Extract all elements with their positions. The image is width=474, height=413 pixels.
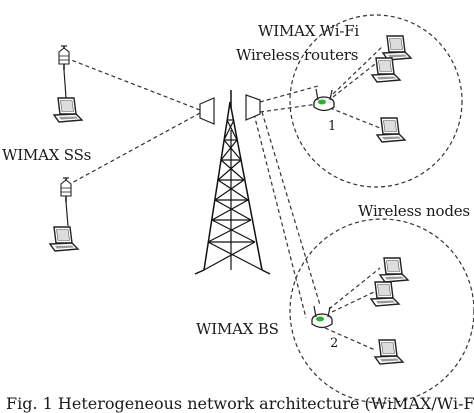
wifi-cluster-2 xyxy=(289,218,474,404)
antenna-icon xyxy=(58,45,70,71)
wifi-cluster-1 xyxy=(289,14,463,188)
ss-label: WIMAX SSs xyxy=(2,146,92,164)
wimax-links xyxy=(65,57,321,319)
laptop-icon xyxy=(376,117,406,143)
antenna-icon xyxy=(60,177,72,203)
laptop-icon xyxy=(371,57,401,83)
laptop-icon xyxy=(379,257,409,283)
laptop-icon xyxy=(49,226,79,252)
ss-link-2 xyxy=(65,201,69,227)
router-icon xyxy=(311,305,333,329)
figure-caption: Fig. 1 Heterogeneous network architectur… xyxy=(6,394,474,413)
nodes-label: Wireless nodes xyxy=(358,202,470,220)
tower-icon xyxy=(194,90,271,275)
routers-label-line2: Wireless routers xyxy=(236,46,359,64)
router-1-id: 1 xyxy=(328,119,337,134)
wifi-links-1 xyxy=(329,45,384,129)
bs-label: WIMAX BS xyxy=(196,320,279,338)
laptop-icon xyxy=(53,97,83,123)
router-icon xyxy=(313,88,335,112)
laptop-icon xyxy=(370,281,400,307)
ss-link-1 xyxy=(63,69,67,99)
bs-antenna-left xyxy=(199,97,215,125)
laptop-icon xyxy=(374,339,404,365)
wifi-links-2 xyxy=(324,267,381,351)
routers-label-line1: WIMAX Wi-Fi xyxy=(258,22,360,40)
router-2-id: 2 xyxy=(330,336,339,351)
bs-antenna-right xyxy=(245,94,261,121)
laptop-icon xyxy=(382,35,412,61)
